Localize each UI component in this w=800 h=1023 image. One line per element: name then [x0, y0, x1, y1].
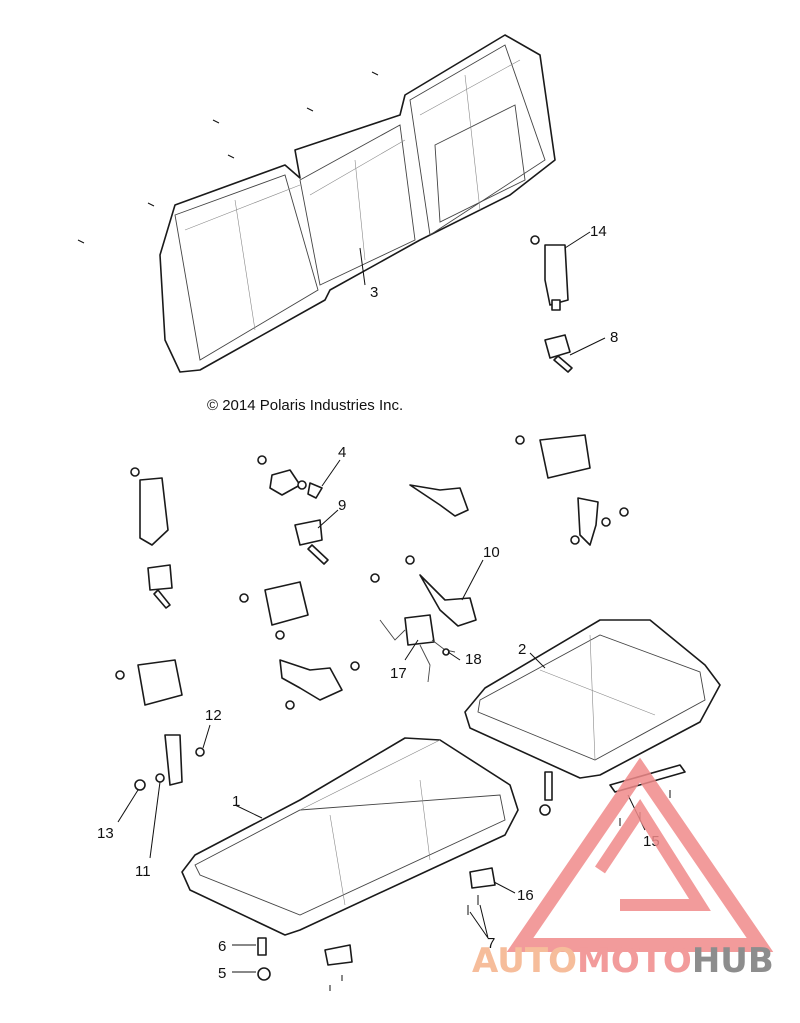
belt-retractor-center: [239, 581, 360, 710]
callout-6: 6: [218, 938, 226, 955]
callout-7: 7: [487, 935, 495, 952]
callout-8: 8: [610, 329, 618, 346]
callout-14: 14: [590, 223, 607, 240]
belt-buckle-harness-17: [370, 555, 456, 683]
callout-17: 17: [390, 665, 407, 682]
belt-anchor-12: [134, 734, 205, 791]
callout-5: 5: [218, 965, 226, 982]
belt-retractor-left: [130, 467, 173, 609]
belt-tongue-10: [409, 484, 477, 627]
callout-2: 2: [518, 641, 526, 658]
copyright-notice: © 2014 Polaris Industries Inc.: [207, 397, 403, 414]
belt-retractor-right: [515, 434, 629, 546]
fasteners-bottom: [257, 867, 496, 991]
callout-3: 3: [370, 284, 378, 301]
watermark-moto: MOTO: [577, 941, 692, 981]
seat-bottom-left: [181, 737, 519, 936]
callout-10: 10: [483, 544, 500, 561]
belt-bracket-4: [257, 455, 323, 499]
callout-9: 9: [338, 497, 346, 514]
watermark-auto: AUTO: [472, 941, 577, 981]
callout-4: 4: [338, 444, 346, 461]
seat-back-screws: [77, 71, 379, 244]
seat-back: [159, 34, 556, 373]
callout-11: 11: [135, 863, 151, 880]
callout-12: 12: [205, 707, 222, 724]
callout-16: 16: [517, 887, 534, 904]
belt-retractor-upper: [530, 235, 569, 311]
watermark-logo: AUTOMOTOHUB: [472, 757, 774, 981]
watermark-hub: HUB: [692, 941, 774, 981]
callout-18: 18: [465, 651, 482, 668]
belt-retractor-lower-left: [115, 659, 183, 706]
seat-bottom-right: [464, 619, 721, 816]
watermark-triangle: [506, 757, 774, 952]
watermark-g-mark: [595, 798, 711, 911]
callout-13: 13: [97, 825, 114, 842]
callout-1: 1: [232, 793, 240, 810]
belt-buckle-9: [294, 519, 329, 565]
svg-text:AUTOMOTOHUB: AUTOMOTOHUB: [472, 941, 774, 981]
callout-numbers: 1 2 3 4 5 6 7 8 9 10 11 12 13 14 15 16 1…: [97, 223, 660, 982]
belt-buckle-upper: [544, 334, 573, 373]
